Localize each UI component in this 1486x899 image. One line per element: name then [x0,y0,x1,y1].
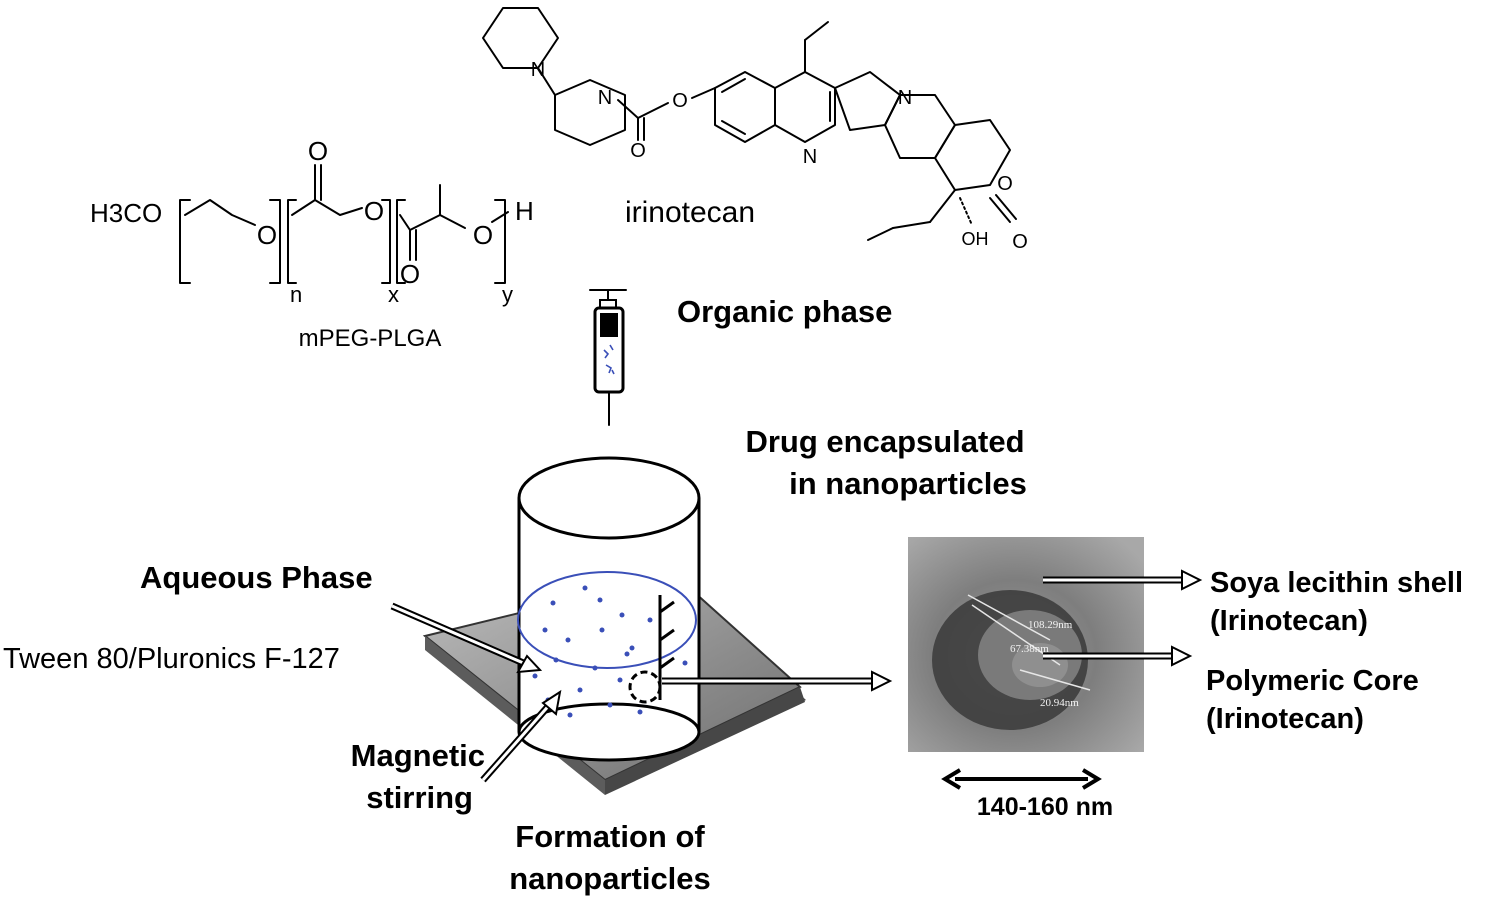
piperidine-ring [482,7,559,69]
aromatic-ring-a [714,71,776,143]
tem-measure-1: 108.29nm [1028,619,1073,631]
subscript-x: x [388,282,399,307]
size-arrow [941,768,1102,790]
pyrrole-ring [834,71,901,131]
atom-n-quinoline: N [803,146,817,168]
tem-measure-3: 20.94nm [1040,697,1079,709]
shell-label-2: (Irinotecan) [1210,605,1368,637]
atom-n-1: N [531,59,545,81]
formation-label-1: Formation of [515,819,705,854]
subscript-n: n [290,282,302,307]
nanoparticle-dots [532,585,688,718]
arrow-core [1043,645,1193,667]
core-label-1: Polymeric Core [1206,665,1419,697]
irinotecan-structure: N N O O N N O O OH [482,7,1028,253]
lactone-ring [934,119,1011,191]
arrow-magnetic-stirring [480,689,562,783]
arrow-to-tem [662,670,893,692]
drug-encapsulated-label-1: Drug encapsulated [745,424,1024,459]
irinotecan-label: irinotecan [625,196,755,229]
polymer-label: mPEG-PLGA [299,325,442,352]
atom-oh: OH [962,229,989,249]
piperidine-ring-2 [554,79,626,146]
atom-o-1: O [257,220,277,250]
magnetic-stirring-label-1: Magnetic [351,738,485,773]
polymer-end-right: H [515,196,534,226]
zoom-circle [628,670,662,704]
atom-o-5: O [473,220,493,250]
atom-n-2: N [598,87,612,109]
tem-measure-2: 67.38nm [1010,643,1049,655]
arrow-aqueous-phase [390,602,543,674]
subscript-y: y [502,282,513,307]
atom-o-carbonyl: O [630,140,646,162]
atom-o-4: O [400,259,420,289]
shell-label-1: Soya lecithin shell [1210,567,1463,599]
atom-o-ester: O [672,90,688,112]
size-range-label: 140-160 nm [977,793,1113,821]
formation-label-2: nanoparticles [509,861,711,896]
tem-image: 108.29nm 67.38nm 20.94nm [908,537,1144,752]
mpeg-plga-structure: H3CO O n O O x O O H y mPEG-PLGA [90,136,534,352]
solution-surface [517,571,697,669]
aromatic-ring-b [774,71,836,143]
atom-o-3: O [364,196,384,226]
pyridone-ring [884,94,956,159]
magnetic-stirring-label-2: stirring [366,780,473,815]
atom-n-ring: N [898,87,912,109]
aqueous-phase-label: Aqueous Phase [140,560,373,595]
drug-encapsulated-label-2: in nanoparticles [789,466,1027,501]
atom-o-2: O [308,136,328,166]
atom-o-lactone-carbonyl: O [1012,231,1028,253]
atom-o-lactone: O [997,173,1013,195]
arrow-shell [1043,569,1203,591]
beaker [517,456,701,762]
polymer-end-left: H3CO [90,198,162,228]
surfactants-label: Tween 80/Pluronics F-127 [3,643,340,675]
organic-phase-label: Organic phase [677,294,892,329]
syringe-icon [589,289,627,426]
core-label-2: (Irinotecan) [1206,703,1364,735]
